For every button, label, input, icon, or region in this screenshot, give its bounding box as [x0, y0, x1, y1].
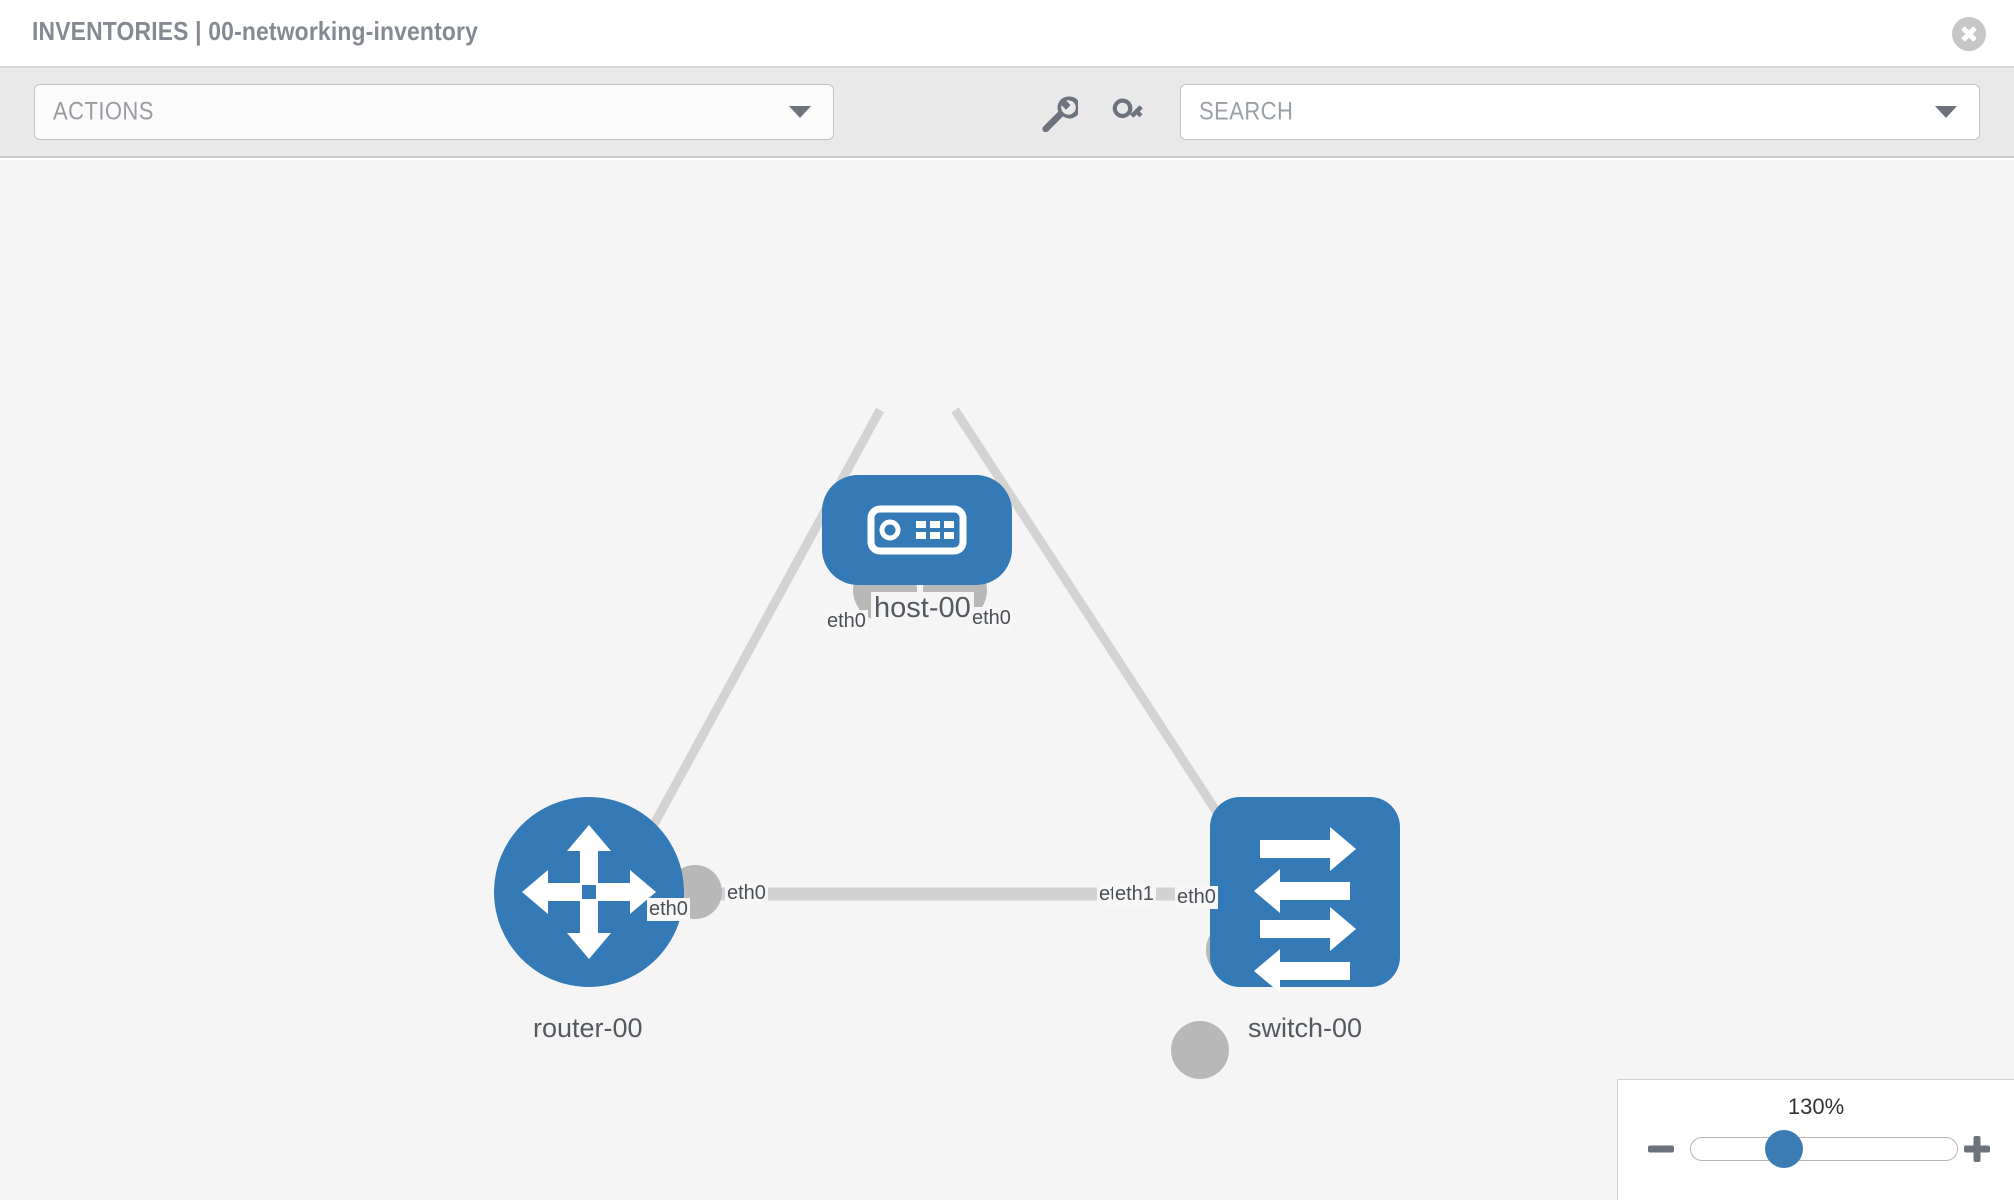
node-switch-00[interactable] [1210, 797, 1400, 993]
page-title: INVENTORIES | 00-networking-inventory [32, 16, 479, 46]
search-input[interactable]: SEARCH [1180, 84, 1980, 140]
topology-graph [494, 407, 1400, 1079]
zoom-slider[interactable] [1690, 1137, 1958, 1161]
node-label-switch-00: switch-00 [1245, 1013, 1366, 1044]
edge-host-switch[interactable] [951, 407, 1239, 843]
edge-label-router-up: eth0 [647, 898, 690, 921]
node-router-00[interactable] [494, 797, 684, 987]
zoom-out-button[interactable] [1644, 1132, 1678, 1166]
chevron-down-icon[interactable] [1935, 106, 1957, 118]
topology-canvas[interactable]: host-00 router-00 switch-00 eth0 eth0 et… [0, 160, 2014, 1200]
chevron-down-icon [789, 106, 811, 118]
zoom-control: 130% [1617, 1079, 2014, 1200]
port-switch-left[interactable] [1171, 1021, 1229, 1079]
toolbar: ACTIONS SEARCH [0, 68, 2014, 158]
node-label-router-00: router-00 [530, 1013, 646, 1044]
zoom-slider-thumb[interactable] [1765, 1130, 1803, 1168]
zoom-in-button[interactable] [1960, 1132, 1994, 1166]
search-placeholder: SEARCH [1199, 97, 1294, 126]
key-icon[interactable] [1100, 84, 1156, 140]
close-icon[interactable] [1952, 17, 1986, 51]
edge-label-host-left: eth0 [825, 610, 868, 633]
actions-dropdown[interactable]: ACTIONS [34, 84, 834, 140]
edge-label-host-right: eth0 [970, 607, 1013, 630]
node-label-host-00: host-00 [871, 592, 974, 625]
node-host-00[interactable] [822, 475, 1012, 585]
zoom-level-value: 130% [1787, 1094, 1845, 1119]
wrench-icon[interactable] [1030, 84, 1086, 140]
edge-label-switch-up: eth0 [1175, 886, 1218, 909]
actions-dropdown-label: ACTIONS [53, 97, 154, 126]
edge-label-router-right: eth0 [725, 882, 768, 905]
window-header: INVENTORIES | 00-networking-inventory [0, 0, 2014, 68]
router-arrows-icon [522, 825, 656, 959]
server-icon [867, 505, 967, 555]
edge-label-switch-left-front: eth1 [1113, 883, 1156, 906]
switch-arrows-icon [1254, 827, 1356, 993]
